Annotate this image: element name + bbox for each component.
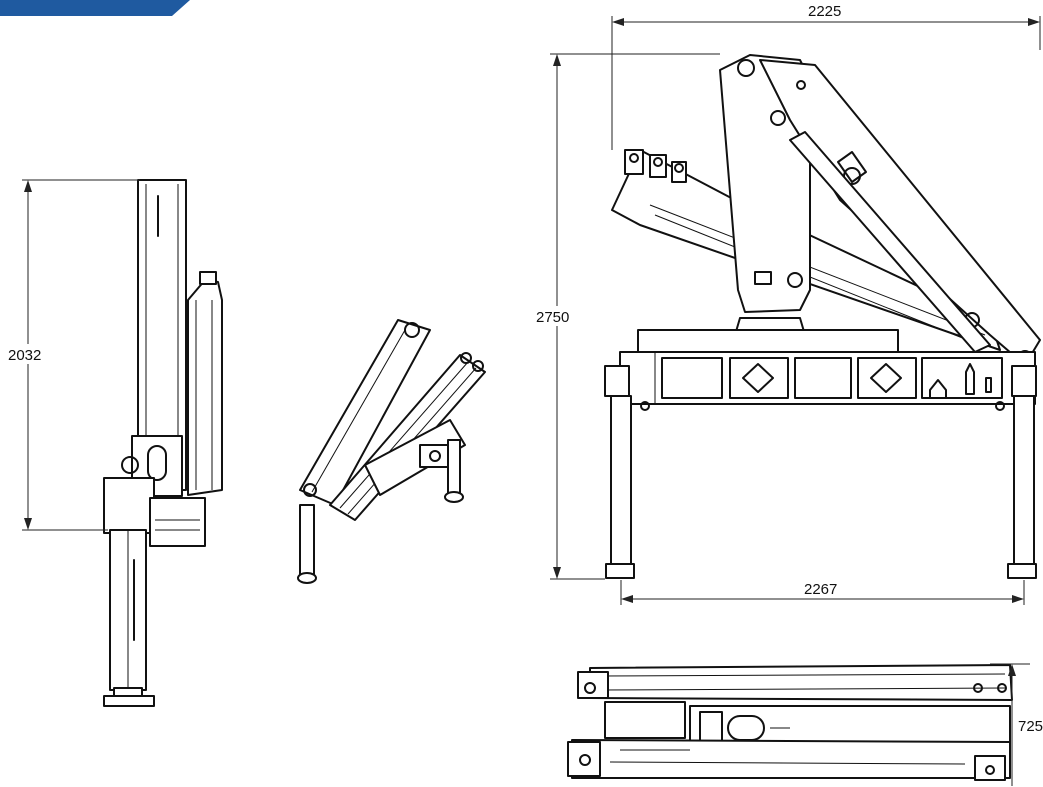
dimension-front-top-width: 2225 [611, 3, 1041, 150]
dimension-label-2750: 2750 [536, 309, 569, 326]
top-view [567, 664, 1013, 781]
dimension-label-2225: 2225 [808, 3, 841, 20]
dimension-label-2267: 2267 [804, 581, 837, 598]
side-view [103, 179, 223, 707]
brand-banner [0, 0, 190, 16]
dimension-side-height: 2032 [6, 179, 140, 531]
front-view [604, 54, 1041, 579]
dimension-top-height: 725 [990, 663, 1043, 786]
dimension-label-2032: 2032 [8, 347, 41, 364]
dimension-front-bottom-width: 2267 [620, 580, 1025, 605]
dimension-front-height: 2750 [534, 53, 720, 580]
dimension-label-725: 725 [1018, 718, 1043, 735]
isometric-view [297, 319, 486, 584]
